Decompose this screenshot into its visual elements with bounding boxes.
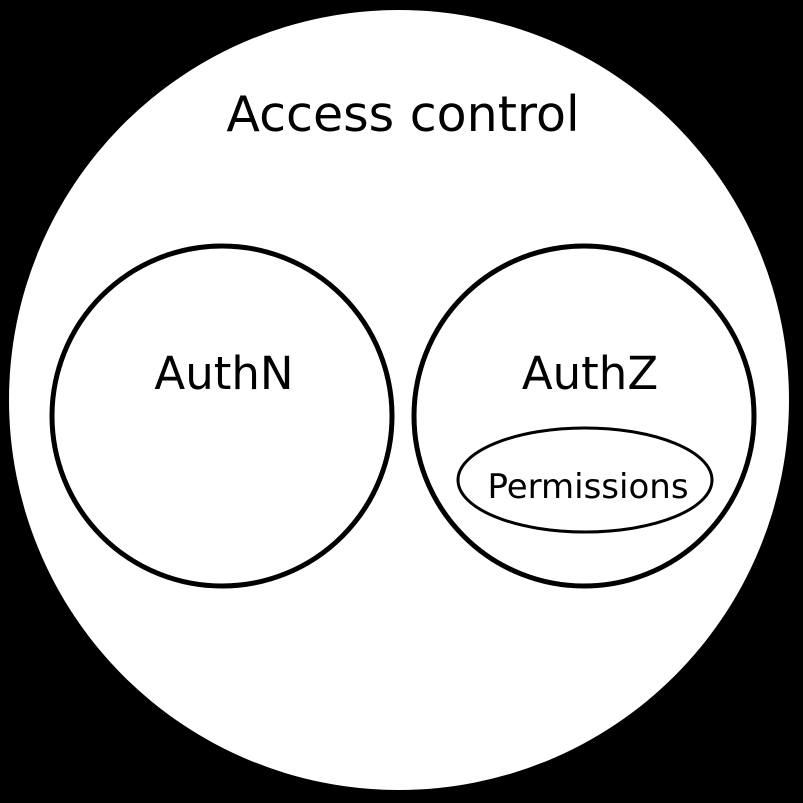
outer-circle-label: Access control xyxy=(226,86,579,143)
inner-circle-authn[interactable] xyxy=(49,243,395,589)
nested-ellipse-permissions-label: Permissions xyxy=(487,467,688,507)
inner-circle-authz[interactable] xyxy=(411,243,757,589)
inner-circle-authz-label: AuthZ xyxy=(522,347,658,400)
outer-circle-access-control[interactable] xyxy=(9,10,789,790)
nested-ellipse-permissions[interactable] xyxy=(456,426,714,534)
inner-circle-authn-label: AuthN xyxy=(154,347,293,400)
